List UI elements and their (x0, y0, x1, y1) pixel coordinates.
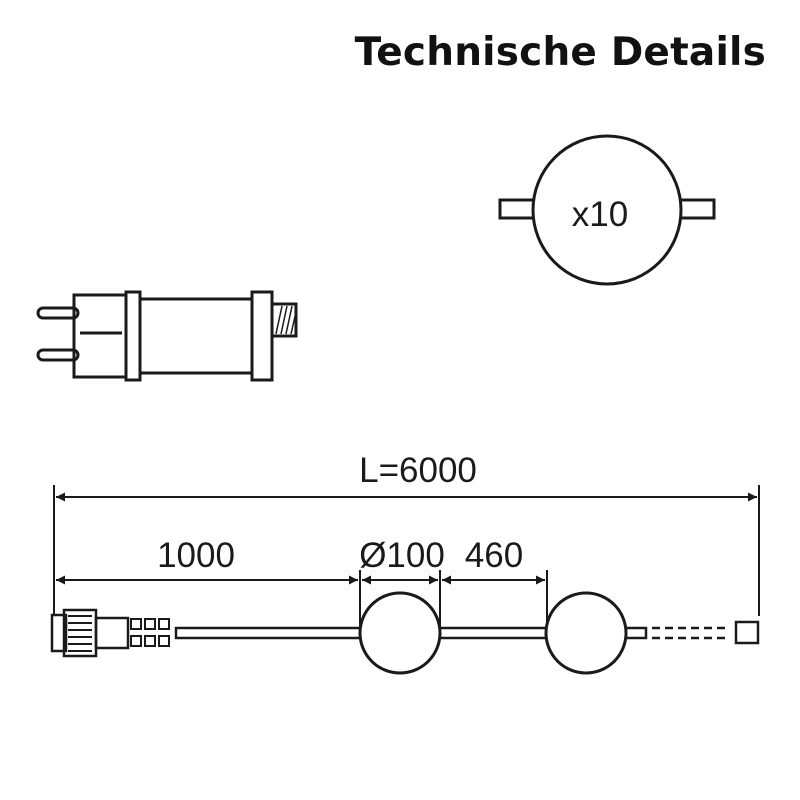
page-title: Technische Details (354, 30, 766, 75)
bulb-diameter-dimension: Ø100 (359, 536, 445, 635)
bulb-2 (544, 591, 628, 675)
lead-length-dimension: 1000 (56, 536, 358, 585)
lead-length-label: 1000 (157, 536, 235, 575)
bulb-diameter-label: Ø100 (359, 536, 445, 575)
total-length-dimension: L=6000 (53, 451, 760, 616)
bulb-quantity-label: x10 (572, 195, 628, 234)
total-length-label: L=6000 (359, 451, 477, 490)
bulb-spacing-label: 460 (465, 536, 523, 575)
bulb-spacing-dimension: 460 (442, 536, 548, 635)
power-plug-icon (36, 290, 298, 382)
connector-icon (50, 608, 170, 658)
bulb-1 (358, 591, 442, 675)
bulb-symbol: x10 (498, 134, 716, 286)
light-chain (50, 591, 760, 675)
